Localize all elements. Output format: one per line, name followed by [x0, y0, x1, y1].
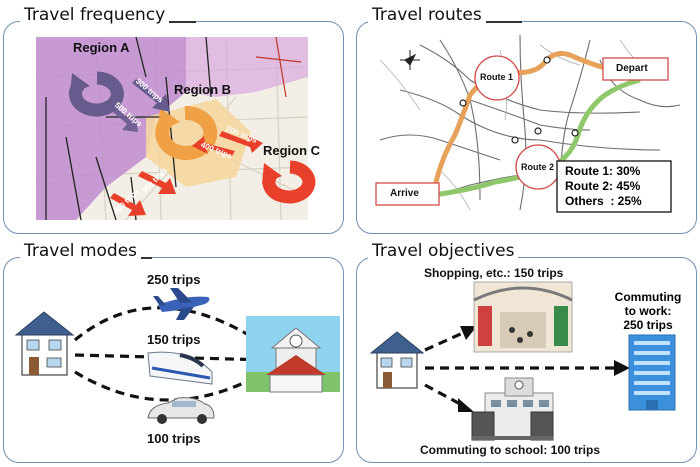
school-icon	[471, 377, 554, 441]
share-box	[556, 160, 672, 213]
plane-trips-label: 250 trips	[147, 272, 201, 287]
shopping-arcade-icon	[473, 281, 573, 353]
home-icon	[14, 311, 75, 376]
region-c-label: Region C	[263, 143, 321, 158]
route-1-label: Route 1	[480, 72, 514, 82]
travel-modes-title: Travel modes	[20, 241, 142, 261]
work-label-line-1: Commuting	[614, 290, 682, 304]
work-label-line-3: 250 trips	[623, 318, 673, 332]
car-trips-label: 100 trips	[147, 431, 201, 446]
route-share-2: Route 2: 45%	[565, 179, 641, 193]
route-share-others: Others : 25%	[565, 194, 642, 208]
depart-box	[602, 57, 669, 81]
route-2-label: Route 2	[521, 162, 555, 172]
arrive-label: Arrive	[390, 188, 419, 199]
school-trips-label: Commuting to school: 100 trips	[420, 443, 601, 457]
office-building-icon	[628, 334, 676, 411]
clock-tower-icon	[246, 316, 340, 393]
route-share-list: Route 1: 30% Route 2: 45% Others : 25%	[565, 164, 642, 209]
depart-label: Depart	[616, 63, 648, 74]
airplane-icon	[153, 288, 210, 320]
route-2-path	[432, 77, 641, 198]
train-icon	[147, 351, 213, 385]
arrive-box	[375, 182, 440, 206]
travel-objectives-title: Travel objectives	[368, 241, 519, 261]
home-icon	[369, 331, 425, 389]
work-label-line-2: to work:	[624, 304, 672, 318]
travel-frequency-title: Travel frequency	[20, 5, 170, 25]
train-trips-label: 150 trips	[147, 332, 201, 347]
car-icon	[147, 397, 215, 424]
travel-routes-title: Travel routes	[368, 5, 486, 25]
work-trips-label: Commuting to work: 250 trips	[606, 290, 690, 332]
region-a-label: Region A	[73, 40, 130, 55]
route-share-1: Route 1: 30%	[565, 164, 641, 178]
region-b-label: Region B	[174, 82, 232, 97]
compass-icon	[400, 50, 420, 70]
route-1-marker	[474, 55, 520, 101]
shopping-trips-label: Shopping, etc.: 150 trips	[424, 266, 564, 280]
